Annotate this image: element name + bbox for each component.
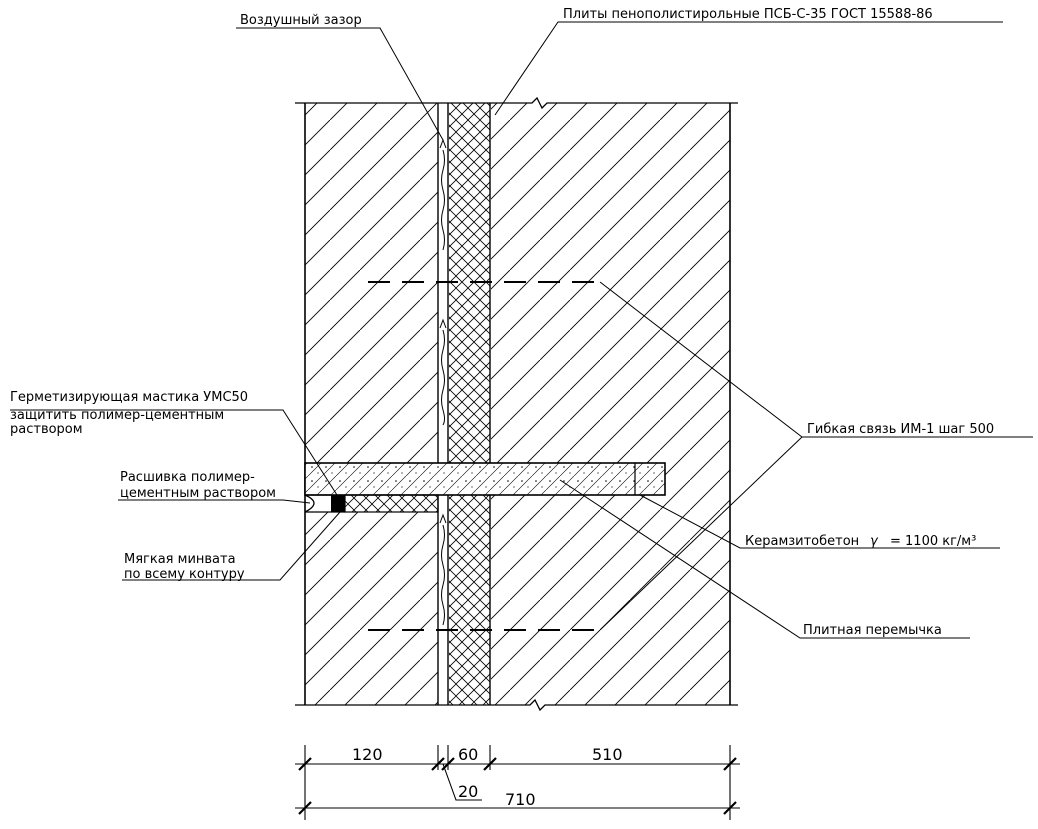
label-flexible-tie: Гибкая связь ИМ-1 шаг 500 bbox=[807, 422, 994, 437]
label-pointing-line2: цементным раствором bbox=[120, 486, 276, 501]
label-slab-lintel: Плитная перемычка bbox=[803, 623, 942, 638]
dimension-inner-leaf: 120 bbox=[352, 745, 383, 764]
label-sealant-line2: защитить полимер-цементным bbox=[10, 408, 224, 423]
dimension-air-gap: 20 bbox=[458, 782, 478, 801]
air-gap bbox=[439, 103, 449, 705]
label-sealant-line3: раствором bbox=[10, 422, 83, 437]
dimension-insulation: 60 bbox=[458, 745, 478, 764]
slab-lintel bbox=[304, 462, 666, 496]
label-claydite-concrete: Керамзитобетон bbox=[745, 534, 859, 549]
label-pointing-line1: Расшивка полимер- bbox=[120, 470, 255, 485]
label-mineral-wool-line1: Мягкая минвата bbox=[124, 552, 236, 567]
inner-wall-leaf bbox=[304, 103, 439, 705]
label-eps-boards: Плиты пенополистирольные ПСБ-С-35 ГОСТ 1… bbox=[563, 7, 933, 22]
label-sealant-line1: Герметизирующая мастика УМС50 bbox=[10, 390, 248, 405]
mineral-wool-strip bbox=[344, 494, 439, 513]
sealant-block bbox=[331, 495, 345, 512]
dimension-lines bbox=[295, 745, 740, 820]
outer-wall-leaf bbox=[491, 103, 731, 705]
density-symbol: γ bbox=[870, 534, 879, 549]
label-air-gap: Воздушный зазор bbox=[240, 13, 362, 28]
dimension-total: 710 bbox=[505, 790, 536, 809]
leader-lines bbox=[10, 21, 1033, 639]
dimension-outer-leaf: 510 bbox=[592, 745, 623, 764]
label-density-value: = 1100 кг/м³ bbox=[890, 534, 976, 549]
label-mineral-wool-line2: по всему контуру bbox=[124, 567, 245, 582]
pointing-joint bbox=[304, 494, 315, 513]
eps-insulation bbox=[449, 103, 491, 705]
